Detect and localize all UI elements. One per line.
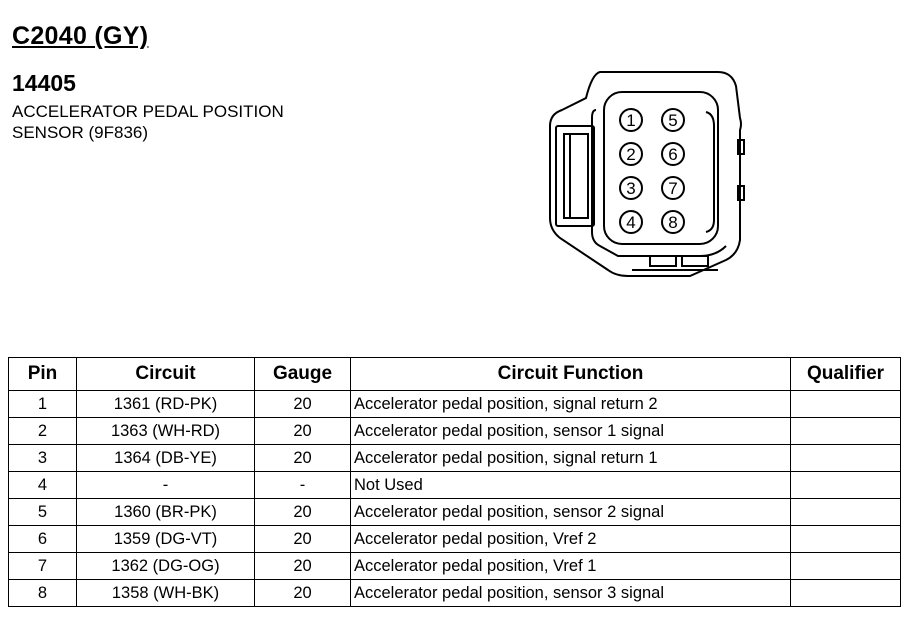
cell-function: Not Used	[350, 471, 791, 499]
connector-housing-outline	[549, 71, 742, 277]
cell-function: Accelerator pedal position, sensor 1 sig…	[350, 417, 791, 445]
connector-id-title: C2040 (GY)	[12, 22, 149, 50]
cell-gauge: 20	[254, 390, 351, 418]
cell-gauge: 20	[254, 525, 351, 553]
pin-3-label: 3	[626, 179, 635, 198]
cell-gauge: 20	[254, 579, 351, 607]
pin-8: 8	[661, 210, 685, 234]
table-header-row: Pin Circuit Gauge Circuit Function Quali…	[8, 357, 901, 391]
header-gauge: Gauge	[254, 357, 351, 391]
cell-gauge: -	[254, 471, 351, 499]
cell-qualifier	[790, 579, 901, 607]
table-row: 8 1358 (WH-BK) 20 Accelerator pedal posi…	[8, 579, 901, 607]
cell-function: Accelerator pedal position, signal retur…	[350, 390, 791, 418]
cell-circuit: -	[76, 471, 255, 499]
bottom-tab-left	[649, 255, 677, 267]
cell-circuit: 1358 (WH-BK)	[76, 579, 255, 607]
cell-qualifier	[790, 498, 901, 526]
bottom-tab-right	[681, 255, 709, 267]
pin-6-label: 6	[668, 145, 677, 164]
cell-circuit: 1361 (RD-PK)	[76, 390, 255, 418]
pin-4: 4	[619, 210, 643, 234]
latch-outer	[555, 125, 595, 227]
cell-gauge: 20	[254, 498, 351, 526]
cell-circuit: 1359 (DG-VT)	[76, 525, 255, 553]
right-rib	[705, 111, 715, 233]
pin-4-label: 4	[626, 213, 635, 232]
cell-gauge: 20	[254, 444, 351, 472]
pin-2: 2	[619, 142, 643, 166]
table-row: 5 1360 (BR-PK) 20 Accelerator pedal posi…	[8, 498, 901, 526]
pin-1-label: 1	[626, 111, 635, 130]
component-description: ACCELERATOR PEDAL POSITION SENSOR (9F836…	[12, 101, 284, 143]
cell-qualifier	[790, 390, 901, 418]
pin-6: 6	[661, 142, 685, 166]
pinout-table: Pin Circuit Gauge Circuit Function Quali…	[8, 357, 901, 607]
table-row: 2 1363 (WH-RD) 20 Accelerator pedal posi…	[8, 417, 901, 445]
key-slot-upper	[737, 139, 745, 155]
cell-function: Accelerator pedal position, Vref 2	[350, 525, 791, 553]
table-row: 6 1359 (DG-VT) 20 Accelerator pedal posi…	[8, 525, 901, 553]
cell-gauge: 20	[254, 552, 351, 580]
cell-qualifier	[790, 417, 901, 445]
cell-function: Accelerator pedal position, sensor 2 sig…	[350, 498, 791, 526]
cell-qualifier	[790, 525, 901, 553]
table-row: 1 1361 (RD-PK) 20 Accelerator pedal posi…	[8, 390, 901, 418]
description-line-2: SENSOR (9F836)	[12, 123, 149, 142]
header-circuit-function: Circuit Function	[350, 357, 791, 391]
description-line-1: ACCELERATOR PEDAL POSITION	[12, 102, 284, 121]
cell-pin: 4	[8, 471, 77, 499]
cell-pin: 1	[8, 390, 77, 418]
cell-pin: 8	[8, 579, 77, 607]
cell-function: Accelerator pedal position, Vref 1	[350, 552, 791, 580]
pin-1: 1	[619, 108, 643, 132]
connector-face-diagram: 1 2 3 4 5 6 7 8	[549, 71, 745, 277]
table-row: 4 - - Not Used	[8, 471, 901, 499]
cell-function: Accelerator pedal position, signal retur…	[350, 444, 791, 472]
cell-circuit: 1363 (WH-RD)	[76, 417, 255, 445]
table-row: 7 1362 (DG-OG) 20 Accelerator pedal posi…	[8, 552, 901, 580]
cell-pin: 5	[8, 498, 77, 526]
pin-7-label: 7	[668, 179, 677, 198]
header-pin: Pin	[8, 357, 77, 391]
cell-gauge: 20	[254, 417, 351, 445]
key-slot-lower	[737, 185, 745, 201]
cell-qualifier	[790, 471, 901, 499]
latch-inner	[563, 133, 589, 219]
cell-pin: 2	[8, 417, 77, 445]
cell-qualifier	[790, 444, 901, 472]
pin-7: 7	[661, 176, 685, 200]
connector-pin-cavity	[603, 91, 719, 245]
part-number: 14405	[12, 70, 76, 96]
header-circuit: Circuit	[76, 357, 255, 391]
pin-5-label: 5	[668, 111, 677, 130]
cell-circuit: 1364 (DB-YE)	[76, 444, 255, 472]
cell-function: Accelerator pedal position, sensor 3 sig…	[350, 579, 791, 607]
header-qualifier: Qualifier	[790, 357, 901, 391]
pin-8-label: 8	[668, 213, 677, 232]
table-row: 3 1364 (DB-YE) 20 Accelerator pedal posi…	[8, 444, 901, 472]
cell-pin: 3	[8, 444, 77, 472]
connector-inner-wall	[591, 109, 727, 257]
cell-qualifier	[790, 552, 901, 580]
cell-circuit: 1362 (DG-OG)	[76, 552, 255, 580]
pin-2-label: 2	[626, 145, 635, 164]
cell-pin: 7	[8, 552, 77, 580]
cell-circuit: 1360 (BR-PK)	[76, 498, 255, 526]
pin-5: 5	[661, 108, 685, 132]
pin-3: 3	[619, 176, 643, 200]
cell-pin: 6	[8, 525, 77, 553]
